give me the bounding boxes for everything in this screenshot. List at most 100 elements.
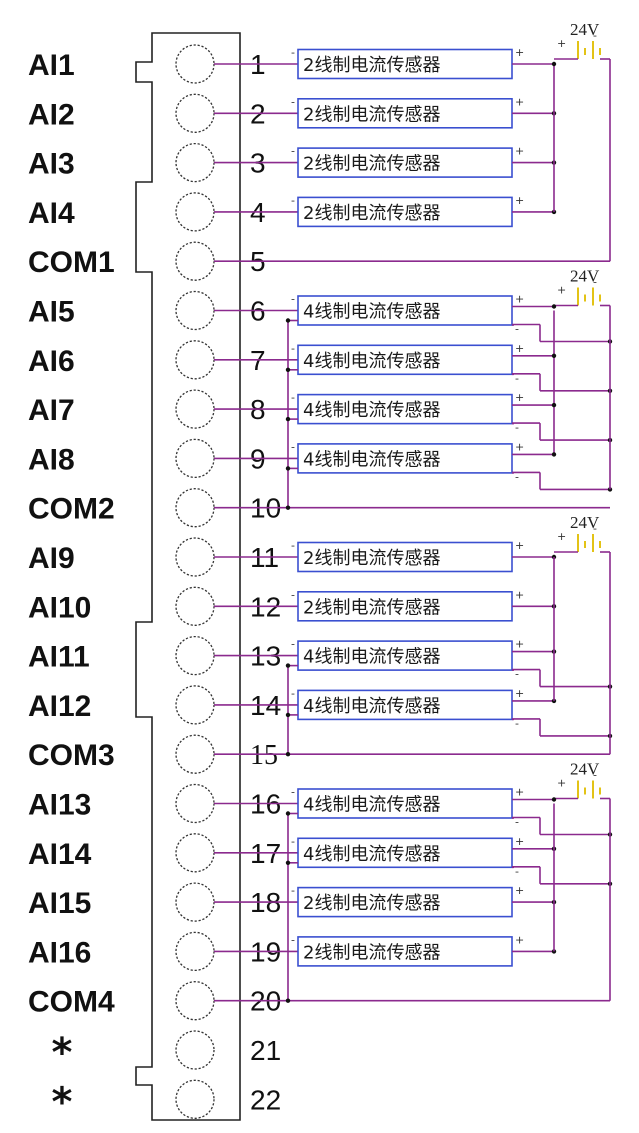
sensor-box: [297, 344, 513, 376]
sensor-label: 2线制电流传感器: [303, 104, 440, 125]
sensor-box: [297, 393, 513, 425]
plus-sign: +: [515, 786, 524, 799]
minus-sign: -: [291, 391, 295, 404]
minus-sign: -: [515, 421, 519, 434]
terminal-label: COM2: [28, 493, 115, 526]
plus-sign: +: [515, 95, 524, 108]
minus-sign: -: [593, 276, 597, 289]
terminal-label: COM4: [28, 986, 115, 1019]
sensor-label: 2线制电流传感器: [303, 203, 440, 224]
minus-sign: -: [515, 717, 519, 730]
terminal-label: AI3: [28, 148, 75, 181]
sensor-label: 4线制电流传感器: [303, 351, 440, 372]
junction-dot: [551, 452, 557, 457]
plus-sign: +: [557, 37, 566, 50]
minus-sign: -: [515, 668, 519, 681]
terminal-screw: [175, 1030, 215, 1070]
junction-dot: [285, 998, 291, 1003]
minus-sign: -: [593, 522, 597, 535]
minus-sign: -: [291, 539, 295, 552]
battery-24v: [577, 534, 601, 552]
terminal-screw: [175, 586, 215, 626]
minus-sign: -: [291, 884, 295, 897]
terminal-screw: [175, 142, 215, 183]
sensor-box: [297, 541, 513, 573]
junction-dot: [551, 797, 557, 802]
terminal-screw: [175, 340, 215, 380]
plus-sign: +: [515, 342, 524, 355]
voltage-label: 24V: [570, 20, 600, 39]
plus-sign: +: [515, 194, 524, 207]
sensor-label: 4线制电流传感器: [303, 647, 440, 668]
junction-dot: [285, 860, 291, 865]
minus-sign: -: [515, 470, 519, 483]
sensor-box: [297, 886, 513, 918]
asterisk-label: *: [52, 1079, 73, 1125]
terminal-label: AI6: [28, 345, 75, 378]
plus-sign: +: [557, 284, 566, 297]
junction-dot: [285, 712, 291, 718]
terminal-label: COM1: [28, 246, 115, 279]
terminal-number: 22: [250, 1084, 281, 1115]
asterisk-label: *: [52, 1030, 73, 1076]
terminal-label: AI12: [28, 690, 91, 723]
sensor-label: 2线制电流传感器: [303, 55, 440, 76]
minus-sign: -: [515, 865, 519, 878]
sensor-label: 4线制电流传感器: [303, 795, 440, 816]
terminal-screw: [175, 734, 215, 774]
junction-dot: [285, 416, 291, 422]
plus-sign: +: [515, 293, 524, 306]
minus-sign: -: [291, 145, 295, 158]
terminal-screw: [175, 290, 215, 331]
terminal-screw: [175, 537, 215, 577]
minus-sign: -: [291, 342, 295, 355]
plus-sign: +: [515, 884, 524, 897]
sensor-box: [297, 443, 513, 474]
terminal-screw: [175, 192, 215, 232]
sensor-label: 2线制电流传感器: [303, 548, 440, 569]
terminal-label: COM3: [28, 739, 115, 772]
minus-sign: -: [291, 835, 295, 848]
junction-dot: [285, 752, 291, 757]
minus-sign: -: [291, 440, 295, 453]
plus-sign: +: [515, 687, 524, 700]
terminal-label: AI16: [28, 936, 91, 969]
plus-sign: +: [515, 391, 524, 404]
terminal-screw: [175, 931, 215, 972]
minus-sign: -: [593, 769, 597, 782]
minus-sign: -: [291, 588, 295, 601]
sensor-box: [297, 689, 513, 721]
terminal-label: AI10: [28, 591, 91, 624]
sensor-label: 4线制电流传感器: [303, 400, 440, 421]
sensor-box: [297, 640, 513, 671]
sensor-label: 2线制电流传感器: [303, 893, 440, 914]
terminal-number: 15: [250, 740, 278, 771]
voltage-label: 24V: [570, 513, 600, 532]
plus-sign: +: [515, 933, 524, 946]
junction-dot: [551, 61, 557, 67]
sensor-box: [297, 936, 513, 967]
junction-dot: [551, 402, 557, 408]
terminal-label: AI15: [28, 887, 91, 920]
battery-24v: [577, 287, 601, 306]
junction-dot: [285, 663, 291, 668]
terminal-label: AI2: [28, 98, 75, 131]
minus-sign: -: [515, 816, 519, 829]
voltage-label: 24V: [570, 267, 600, 286]
terminal-label: AI1: [28, 49, 75, 82]
minus-sign: -: [291, 46, 295, 59]
sensor-label: 4线制电流传感器: [303, 844, 440, 865]
terminal-screw: [175, 488, 215, 528]
terminal-label: AI11: [28, 641, 90, 674]
plus-sign: +: [515, 145, 524, 158]
terminal-label: AI14: [28, 838, 92, 871]
minus-sign: -: [291, 194, 295, 207]
plus-sign: +: [515, 835, 524, 848]
terminal-screw: [175, 635, 215, 676]
plus-sign: +: [515, 440, 524, 453]
terminal-label: AI9: [28, 542, 75, 575]
minus-sign: -: [515, 372, 519, 385]
terminal-label: AI4: [28, 197, 75, 230]
plus-sign: +: [515, 539, 524, 552]
